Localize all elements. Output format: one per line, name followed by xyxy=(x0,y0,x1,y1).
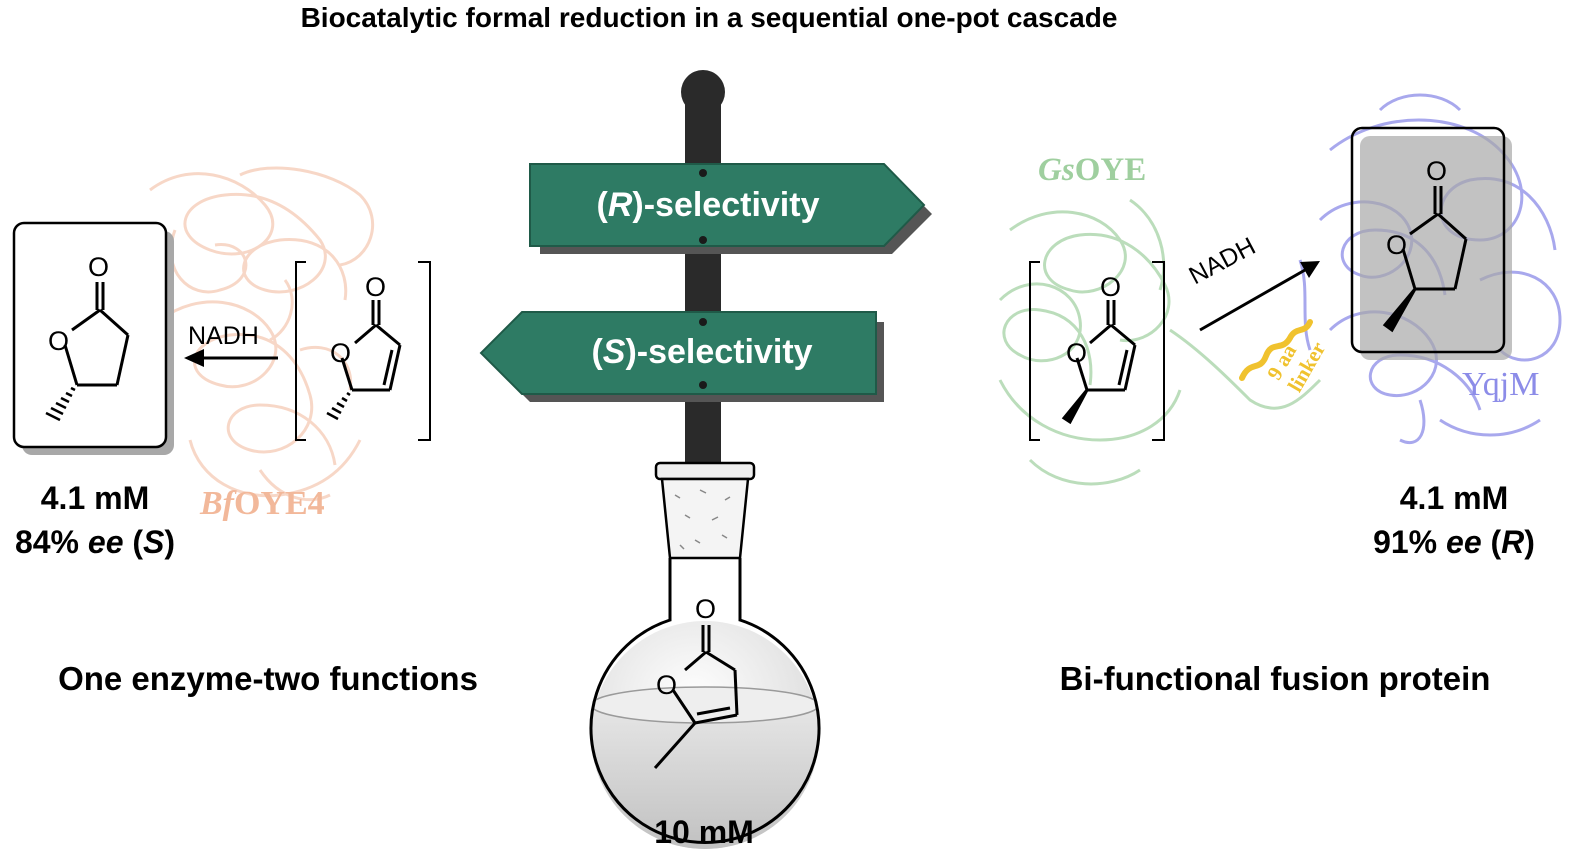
left-intermediate-carbonyl-o: O xyxy=(365,272,387,302)
r-open-paren: ( xyxy=(596,186,608,224)
left-ee-value: 84% xyxy=(14,524,88,560)
right-ee: 91% ee (R) xyxy=(1373,524,1535,561)
right-intermediate-carbonyl-o: O xyxy=(1100,272,1122,302)
left-intermediate-brackets xyxy=(295,261,431,441)
left-nadh-label: NADH xyxy=(188,322,259,350)
right-product-ring-o: O xyxy=(1386,230,1408,260)
right-product-molecule xyxy=(1382,186,1468,333)
right-intermediate-brackets xyxy=(1029,261,1165,441)
left-intermediate-molecule xyxy=(326,300,402,421)
bfoye4-prefix: Bf xyxy=(200,485,234,522)
right-intermediate-ring-o: O xyxy=(1066,338,1088,368)
flask-ring-o: O xyxy=(656,670,678,700)
left-product-carbonyl-o: O xyxy=(88,252,110,282)
left-ee: 84% ee (S) xyxy=(15,524,175,561)
left-ee-close: ) xyxy=(164,524,176,560)
flask-carbonyl-o: O xyxy=(695,594,717,624)
r-config-letter: R xyxy=(607,186,633,224)
left-nadh-arrow xyxy=(184,349,278,367)
r-selectivity-label: (R)-selectivity xyxy=(597,186,820,225)
right-ee-open: ( xyxy=(1481,524,1502,560)
yqjm-label: YqjM xyxy=(1462,366,1540,403)
signpost xyxy=(681,70,725,482)
bfoye4-suffix: OYE4 xyxy=(234,485,325,522)
s-config-letter: S xyxy=(602,333,626,371)
flask-substrate-molecule xyxy=(653,625,739,769)
s-open-paren: ( xyxy=(591,333,603,371)
bfoye4-protein-ribbon xyxy=(149,166,375,502)
gsoye-suffix: OYE xyxy=(1074,152,1147,188)
right-ee-value: 91% xyxy=(1373,524,1447,560)
bfoye4-label: BfOYE4 xyxy=(200,485,325,523)
s-selectivity-label: (S)-selectivity xyxy=(591,333,812,372)
left-concentration: 4.1 mM xyxy=(40,480,150,516)
left-product-molecule xyxy=(45,282,130,422)
right-product-carbonyl-o: O xyxy=(1426,156,1448,186)
flask-concentration: 10 mM xyxy=(654,814,754,850)
s-label-rest: )-selectivity xyxy=(625,333,813,371)
gsoye-label: GsOYE xyxy=(1038,152,1146,189)
right-ee-close: ) xyxy=(1524,524,1535,560)
r-label-rest: )-selectivity xyxy=(632,186,820,224)
left-ee-open: ( xyxy=(123,524,144,560)
right-concentration: 4.1 mM xyxy=(1399,480,1509,516)
round-bottom-flask xyxy=(589,461,821,849)
linker-squiggle xyxy=(1239,319,1313,381)
r-selectivity-sign xyxy=(529,163,932,254)
left-product-box xyxy=(12,221,174,455)
right-nadh-arrow xyxy=(1199,261,1320,332)
left-ee-config: S xyxy=(143,524,165,560)
left-intermediate-ring-o: O xyxy=(330,338,352,368)
right-intermediate-molecule xyxy=(1061,300,1137,425)
left-product-ring-o: O xyxy=(48,326,70,356)
left-ee-italic: ee xyxy=(87,524,124,560)
left-caption: One enzyme-two functions xyxy=(58,660,478,697)
right-caption: Bi-functional fusion protein xyxy=(1059,660,1491,697)
figure-title: Biocatalytic formal reduction in a seque… xyxy=(300,2,1118,33)
gsoye-protein-ribbon xyxy=(998,198,1322,486)
s-selectivity-sign xyxy=(479,311,884,402)
right-product-box xyxy=(1350,126,1512,360)
gsoye-prefix: Gs xyxy=(1038,152,1075,188)
right-ee-config: R xyxy=(1501,524,1525,560)
right-ee-italic: ee xyxy=(1446,524,1482,560)
